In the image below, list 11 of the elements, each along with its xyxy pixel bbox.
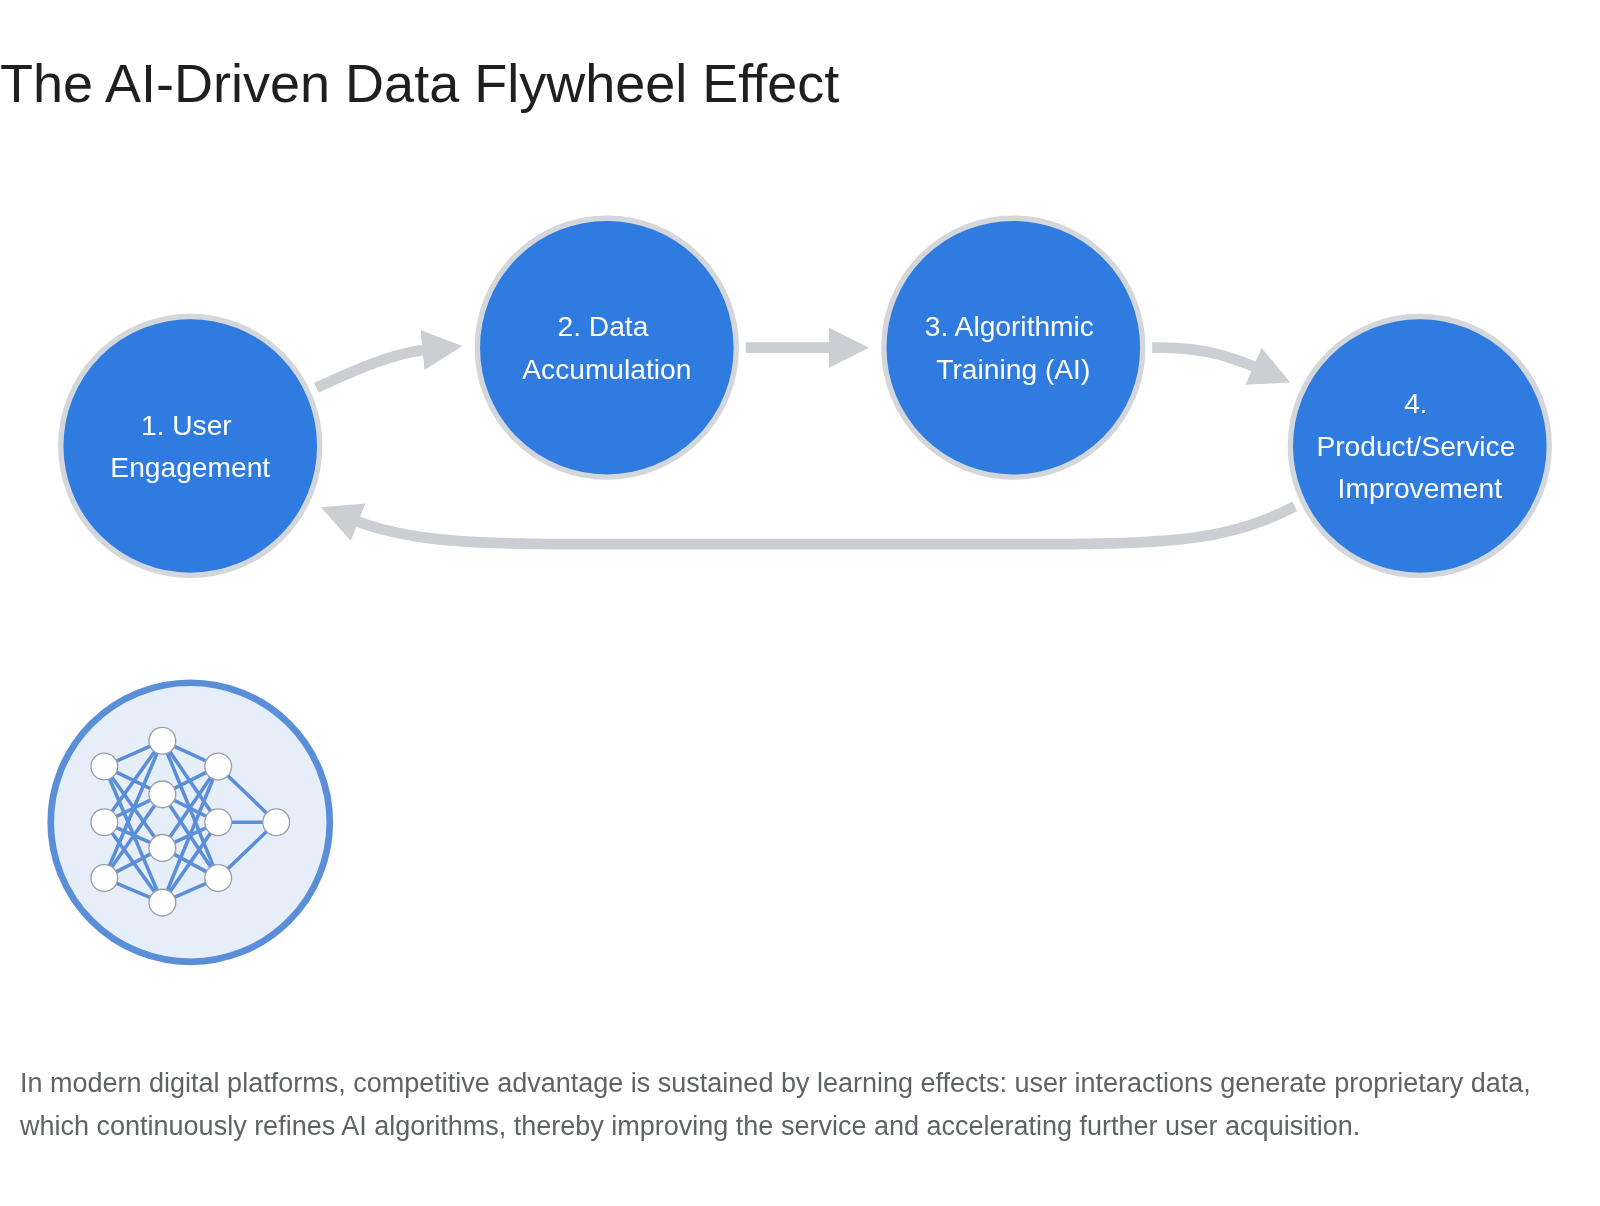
arrow [1150, 342, 1291, 385]
step-circle: 1. User Engagement [58, 313, 323, 579]
arrow [320, 501, 1298, 550]
arrow [744, 327, 870, 368]
step-circle: 2. Data Accumulation [474, 215, 739, 480]
title: The AI-Driven Data Flywheel Effect [0, 52, 840, 114]
caption: In modern digital platforms, competitive advantage is sustained by learning effects: user interactions generate proprietary data, which continuously refines AI algorithms, thereby improving the service and accelerating further user acquisition. [20, 1067, 1532, 1143]
step-circle: 4. Product/Service Improvement [1287, 313, 1552, 579]
arrow [314, 329, 463, 393]
step-circle: 3. Algorithmic Training (AI) [881, 215, 1146, 480]
picture-circle [47, 679, 334, 966]
